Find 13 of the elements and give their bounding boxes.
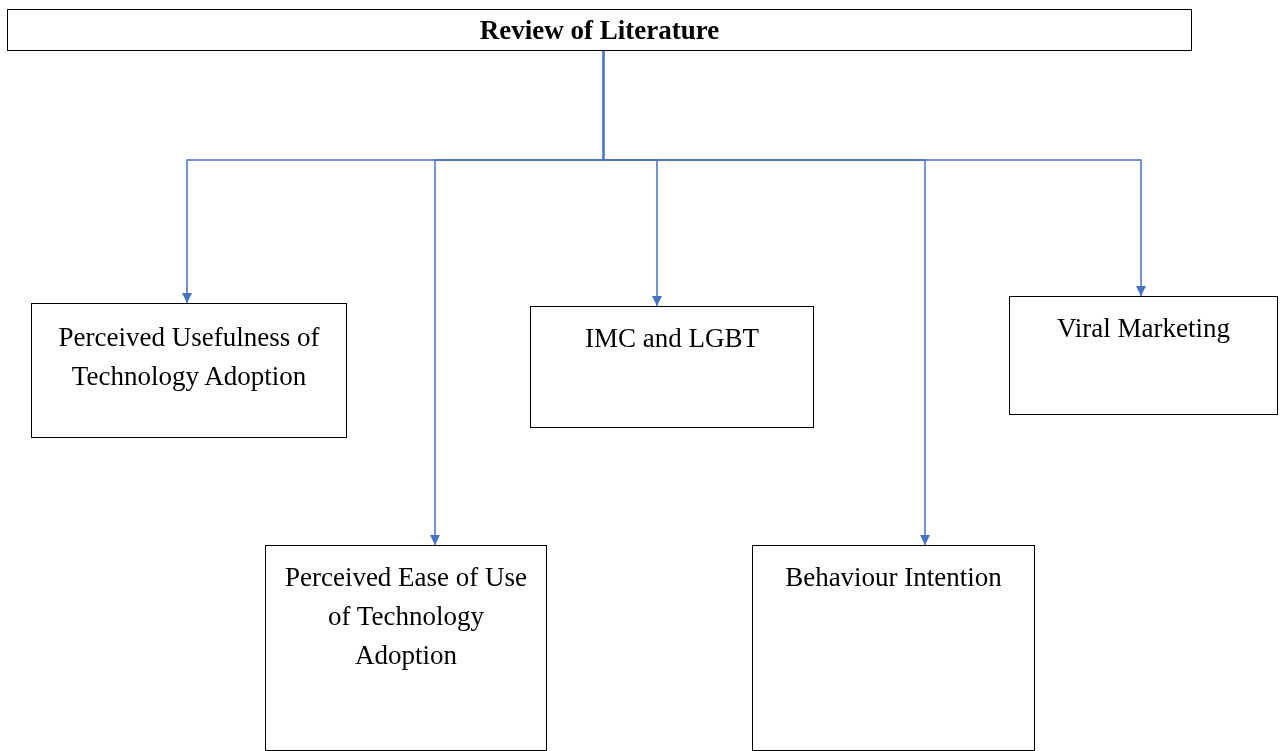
- title-box: [7, 9, 1192, 51]
- topic-label: Perceived Ease of Use of Technology Adoption: [283, 561, 529, 673]
- topic-box: [752, 545, 1035, 751]
- arrow: [602, 50, 1146, 297]
- topic-label: IMC and LGBT: [584, 322, 760, 355]
- topic-label: Viral Marketing: [1055, 312, 1232, 345]
- title-text: Review of Literature: [478, 14, 721, 47]
- topic-label: Behaviour Intention: [784, 561, 1003, 594]
- topic-box: [265, 545, 547, 751]
- topic-box: [1009, 296, 1278, 415]
- topic-box: [530, 306, 814, 428]
- topic-box: [31, 303, 347, 438]
- topic-label: Perceived Usefulness of Technology Adoption: [57, 321, 321, 394]
